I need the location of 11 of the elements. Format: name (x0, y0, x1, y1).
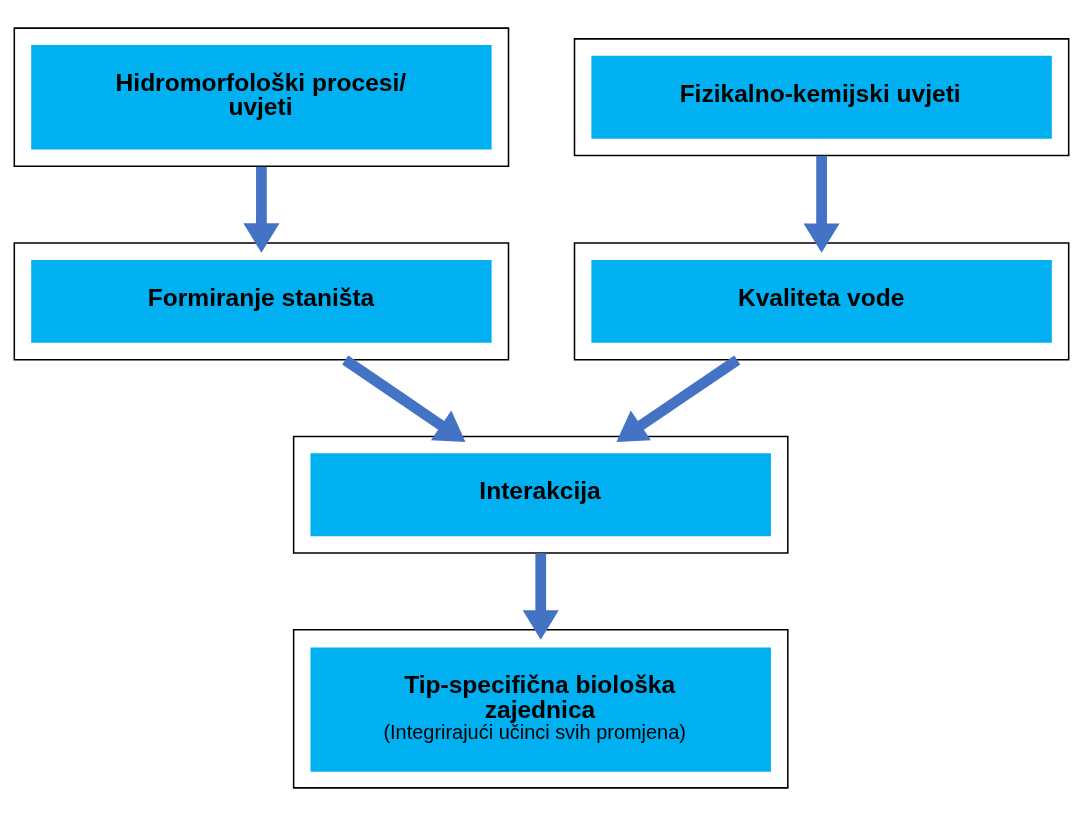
arrow (243, 166, 280, 253)
node-box: Hidromorfološki procesi/ uvjeti (13, 27, 510, 168)
node-box: Fizikalno-kemijski uvjeti (573, 38, 1070, 157)
arrow (342, 355, 466, 442)
node-box: Formiranje staništa (13, 242, 510, 361)
arrow (803, 155, 840, 253)
node-box: Interakcija (292, 435, 789, 554)
node-box: Kvaliteta vode (573, 242, 1070, 361)
node-box: Tip-specifična biološka zajednica (Integrirajući učinci svih promjena) (292, 629, 789, 789)
arrow (616, 355, 741, 442)
arrow (522, 553, 559, 640)
